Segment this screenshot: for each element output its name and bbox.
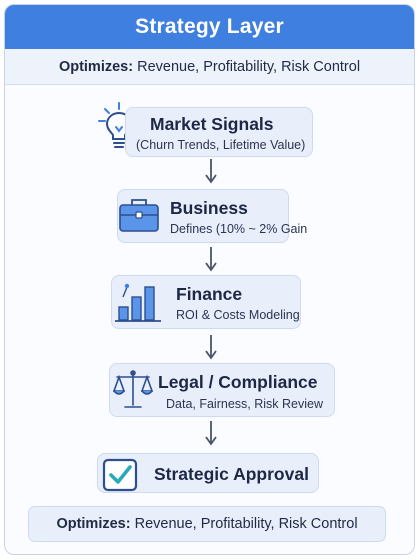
optimizes-text: Revenue, Profitability, Risk Control: [133, 58, 361, 75]
step-subtitle: (Churn Trends, Lifetime Value): [136, 138, 306, 152]
step-finance: Finance ROI & Costs Modeling: [111, 275, 301, 329]
arrow-down-icon: [205, 159, 217, 184]
step-business: Business Defines (10% ~ 2% Gain: [117, 189, 307, 243]
bar-chart-icon: [115, 283, 161, 322]
step-title: Legal / Compliance: [158, 372, 318, 392]
optimizes-banner: Optimizes: Revenue, Profitability, Risk …: [5, 49, 414, 85]
step-subtitle: ROI & Costs Modeling: [176, 308, 300, 322]
arrow-down-icon: [205, 247, 217, 272]
briefcase-icon: [119, 199, 159, 232]
strategy-layer-panel: Strategy Layer Optimizes: Revenue, Profi…: [4, 4, 415, 555]
step-title: Market Signals: [150, 114, 274, 134]
step-title: Finance: [176, 284, 243, 304]
optimizes-label: Optimizes:: [58, 58, 134, 75]
optimizes-footer: Optimizes: Revenue, Profitability, Risk …: [28, 506, 386, 542]
optimizes-label: Optimizes:: [56, 516, 131, 532]
step-market-signals: Market Signals (Churn Trends, Lifetime V…: [125, 107, 313, 157]
step-title: Business: [170, 198, 248, 218]
panel-title: Strategy Layer: [5, 5, 414, 49]
step-subtitle: Data, Fairness, Risk Review: [166, 397, 323, 411]
optimizes-text: Revenue, Profitability, Risk Control: [130, 516, 358, 532]
step-subtitle: Defines (10% ~ 2% Gain: [170, 222, 308, 236]
step-title: Strategic Approval: [154, 464, 309, 484]
step-legal-compliance: Legal / Compliance Data, Fairness, Risk …: [109, 363, 335, 417]
arrow-down-icon: [205, 421, 217, 446]
scales-icon: [112, 370, 154, 408]
arrow-down-icon: [205, 335, 217, 360]
checkbox-icon: [102, 458, 138, 492]
